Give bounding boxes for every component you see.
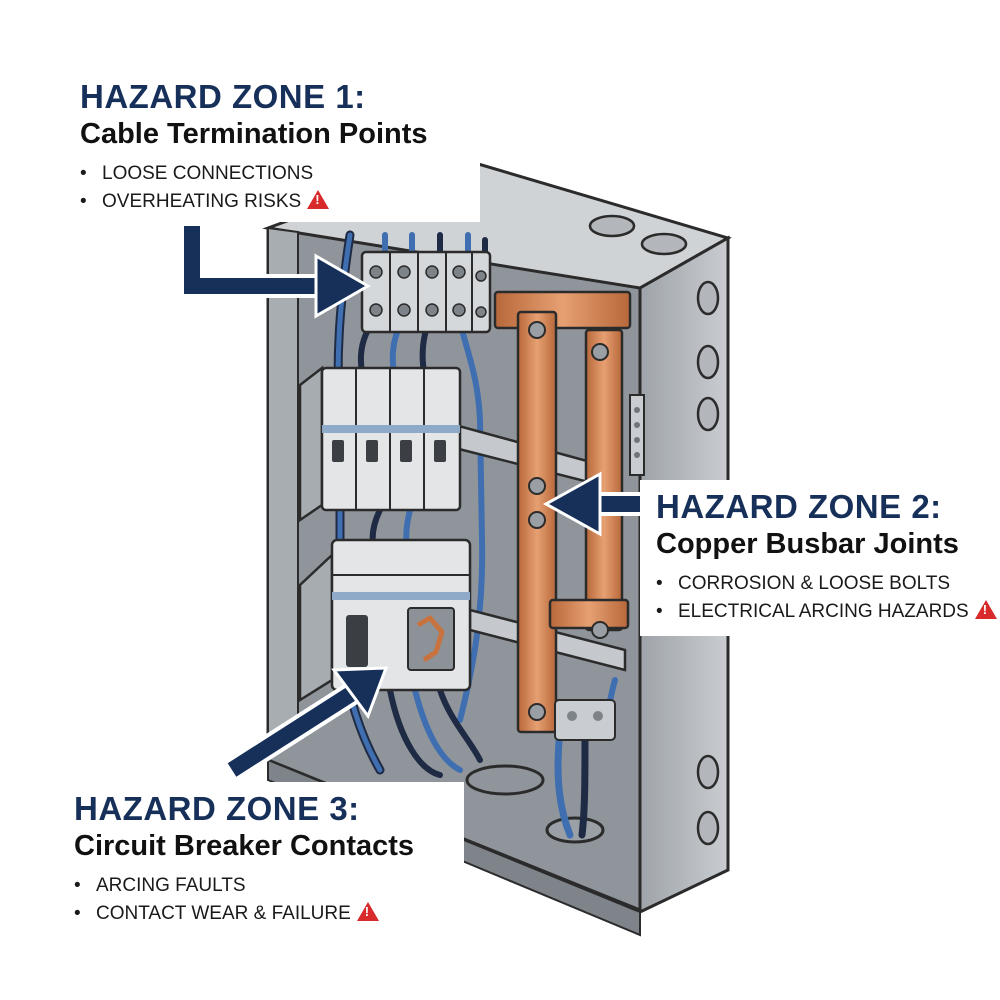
list-item: •ARCING FAULTS xyxy=(74,875,246,896)
knockout-side-5 xyxy=(696,810,720,846)
hazard-zone-3-title: HAZARD ZONE 3: xyxy=(74,790,360,827)
arrow-icon xyxy=(225,666,389,781)
neutral-bar xyxy=(629,394,645,476)
arrow-icon xyxy=(180,226,372,319)
hazard-zone-2-subtitle: Copper Busbar Joints xyxy=(656,528,959,560)
knockout-top-2 xyxy=(640,232,688,256)
knockout-side-3 xyxy=(696,396,720,432)
hazard-zone-2-callout: HAZARD ZONE 2: Copper Busbar Joints •COR… xyxy=(640,480,1000,636)
list-item: •ELECTRICAL ARCING HAZARDS xyxy=(656,598,1000,626)
hazard-zone-1-list: •LOOSE CONNECTIONS •OVERHEATING RISKS xyxy=(80,160,480,216)
knockout-side-4 xyxy=(696,754,720,790)
hazard-zone-1-callout: HAZARD ZONE 1: Cable Termination Points … xyxy=(62,70,480,222)
hazard-zone-3-list: •ARCING FAULTS •CONTACT WEAR & FAILURE xyxy=(74,872,464,928)
knockout-side-1 xyxy=(696,280,720,316)
hazard-zone-1-title: HAZARD ZONE 1: xyxy=(80,78,366,115)
knockout-floor-2 xyxy=(545,816,605,844)
warning-triangle-icon xyxy=(356,902,379,921)
hazard-zone-2-list: •CORROSION & LOOSE BOLTS •ELECTRICAL ARC… xyxy=(656,570,1000,626)
list-item: •OVERHEATING RISKS xyxy=(80,188,480,216)
terminal-block xyxy=(360,250,492,334)
list-item: •LOOSE CONNECTIONS xyxy=(80,163,314,184)
copper-busbar xyxy=(493,290,632,741)
knockout-top-1 xyxy=(588,214,636,238)
hazard-zone-3-subtitle: Circuit Breaker Contacts xyxy=(74,830,415,862)
list-item: •CORROSION & LOOSE BOLTS xyxy=(656,573,951,594)
list-item: •CONTACT WEAR & FAILURE xyxy=(74,900,464,928)
hazard-zone-1-subtitle: Cable Termination Points xyxy=(80,118,428,150)
arrow-icon xyxy=(542,471,648,537)
warning-triangle-icon xyxy=(307,190,330,209)
upper-breakers xyxy=(298,365,462,523)
hazard-zone-2-title: HAZARD ZONE 2: xyxy=(656,488,942,525)
enclosure-left-flange xyxy=(267,226,299,762)
main-breaker xyxy=(298,538,472,703)
knockout-floor-1 xyxy=(465,764,545,796)
hazard-zone-3-callout: HAZARD ZONE 3: Circuit Breaker Contacts … xyxy=(58,782,464,934)
knockout-side-2 xyxy=(696,344,720,380)
warning-triangle-icon xyxy=(974,600,997,619)
